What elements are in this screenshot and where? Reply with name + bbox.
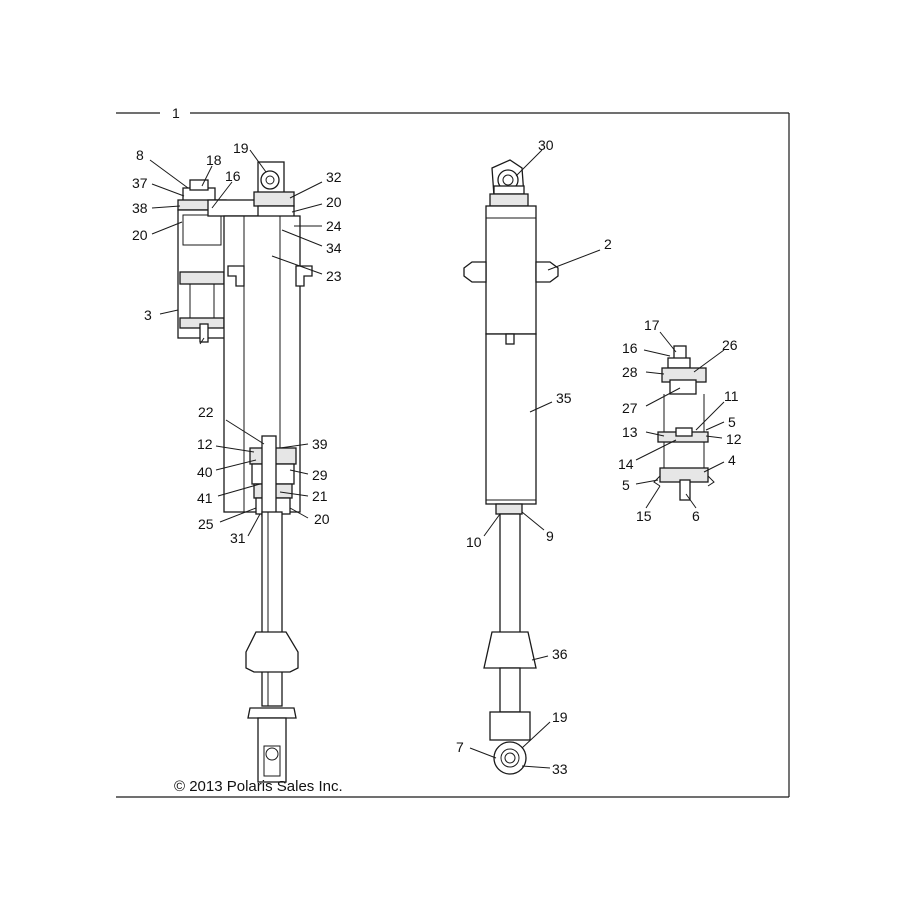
callout-24: 24	[326, 218, 342, 234]
callout-16-right: 16	[622, 340, 638, 356]
callout-26: 26	[722, 337, 738, 353]
callout-41: 41	[197, 490, 213, 506]
callout-22: 22	[198, 404, 214, 420]
callout-37: 37	[132, 175, 148, 191]
callout-labels: 8 18 19 37 16 38 20 3 32 20 24 34 23 22 …	[132, 137, 742, 777]
callout-19-bottom: 19	[552, 709, 568, 725]
callout-34: 34	[326, 240, 342, 256]
callout-11: 11	[724, 388, 739, 404]
callout-10: 10	[466, 534, 482, 550]
shock-assembled-view	[463, 159, 559, 775]
callout-33: 33	[552, 761, 568, 777]
callout-21: 21	[312, 488, 328, 504]
leader-lines-right	[635, 331, 725, 509]
callout-2: 2	[604, 236, 612, 252]
callout-35: 35	[556, 390, 572, 406]
callout-19: 19	[233, 140, 249, 156]
leader-lines-middle	[469, 149, 601, 769]
callout-4: 4	[728, 452, 736, 468]
callout-38: 38	[132, 200, 148, 216]
callout-17: 17	[644, 317, 660, 333]
callout-39: 39	[312, 436, 328, 452]
callout-7: 7	[456, 739, 464, 755]
callout-8: 8	[136, 147, 144, 163]
callout-5: 5	[728, 414, 736, 430]
diagram-frame: 1	[116, 105, 790, 798]
callout-14: 14	[618, 456, 634, 472]
callout-16: 16	[225, 168, 241, 184]
callout-23: 23	[326, 268, 342, 284]
callout-27: 27	[622, 400, 638, 416]
callout-30: 30	[538, 137, 554, 153]
callout-3: 3	[144, 307, 152, 323]
shock-cutaway-view	[177, 161, 313, 783]
callout-18: 18	[206, 152, 222, 168]
callout-32: 32	[326, 169, 342, 185]
callout-25: 25	[198, 516, 214, 532]
callout-12: 12	[197, 436, 213, 452]
copyright-notice: © 2013 Polaris Sales Inc.	[174, 778, 343, 795]
callout-40: 40	[197, 464, 213, 480]
frame-label: 1	[172, 105, 180, 121]
callout-29: 29	[312, 467, 328, 483]
reservoir-detail-view	[653, 345, 715, 501]
callout-6: 6	[692, 508, 700, 524]
callout-15: 15	[636, 508, 652, 524]
callout-20-right: 20	[326, 194, 342, 210]
callout-28: 28	[622, 364, 638, 380]
callout-20-lower: 20	[314, 511, 330, 527]
callout-20: 20	[132, 227, 148, 243]
callout-5-lower: 5	[622, 477, 630, 493]
callout-12-right: 12	[726, 431, 742, 447]
callout-31: 31	[230, 530, 246, 546]
callout-13: 13	[622, 424, 638, 440]
callout-9: 9	[546, 528, 554, 544]
callout-36: 36	[552, 646, 568, 662]
leader-lines-left	[149, 149, 323, 537]
